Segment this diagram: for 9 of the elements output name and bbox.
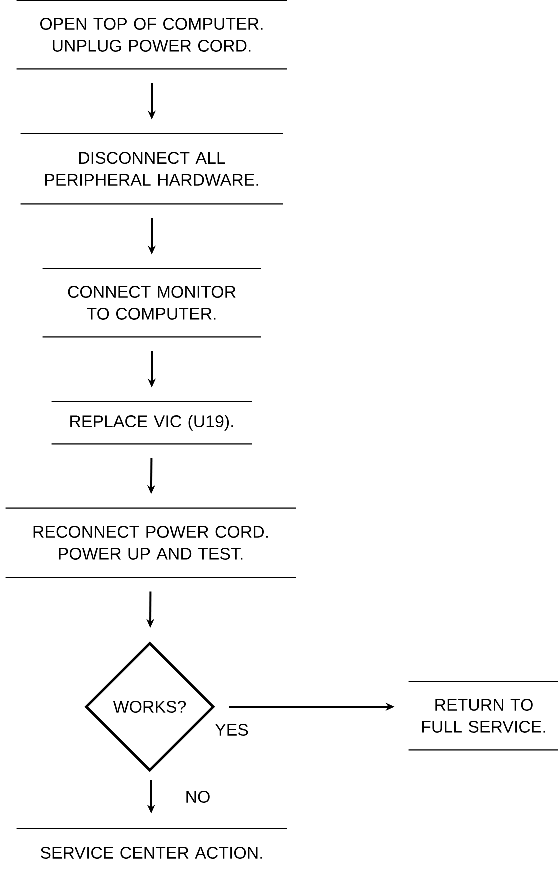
step-band: RECONNECT POWER CORD. POWER UP AND TEST.	[6, 508, 296, 578]
edge-label: NO	[186, 791, 210, 803]
step-band: REPLACE VIC (U19).	[52, 401, 252, 445]
step-band: OPEN TOP OF COMPUTER. UNPLUG POWER CORD.	[16, 0, 288, 70]
step-band: RETURN TO FULL SERVICE.	[408, 681, 558, 751]
step-band: DISCONNECT ALL PERIPHERAL HARDWARE.	[20, 133, 284, 205]
edge-label: YES	[215, 724, 248, 736]
step-band: CONNECT MONITOR TO COMPUTER.	[42, 268, 262, 338]
step-band: SERVICE CENTER ACTION.	[16, 828, 288, 859]
